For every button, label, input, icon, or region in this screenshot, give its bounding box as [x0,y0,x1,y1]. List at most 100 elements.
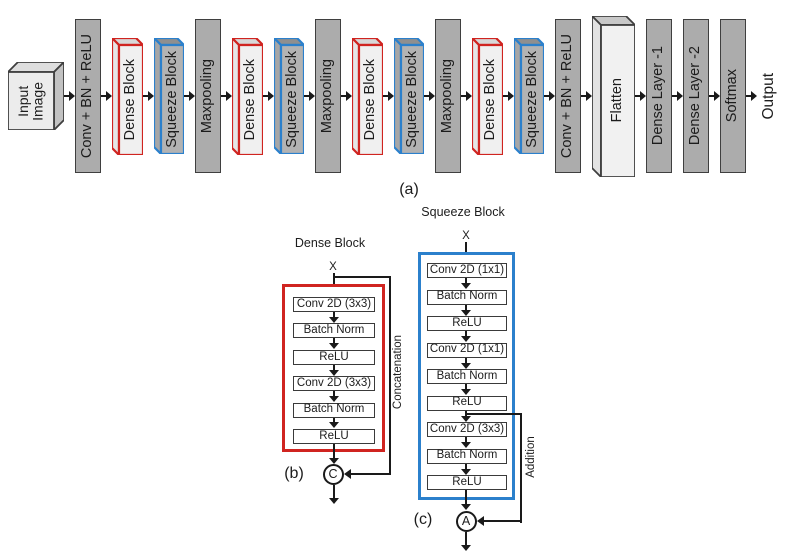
flow-arrow [101,90,112,102]
maxpooling-2-label: Maxpooling [319,58,336,134]
dense-detail-layer-1: Batch Norm [293,323,375,339]
input-image-label: Input Image [15,81,46,121]
flatten-face: Flatten [601,25,635,177]
squeeze-detail-merge-symbol: A [461,514,471,528]
squeeze-detail-bypass-arrowhead [476,515,484,526]
dense-block-3-3d-shape [352,37,383,155]
output: Output [757,19,781,173]
squeeze-detail-bypass-line [466,412,522,415]
squeeze-detail-merge-node: A [455,510,477,532]
dense-block-2: Dense Block [232,37,263,155]
squeeze-detail-layer-8: ReLU [427,475,507,490]
dense-detail-layer-3: Conv 2D (3x3) [293,376,375,392]
squeeze-block-1-face: Squeeze Block [161,45,184,154]
dense-block-1: Dense Block [112,37,143,155]
flow-arrow [581,90,592,102]
squeeze-block-2-face: Squeeze Block [281,45,304,154]
flow-arrow [143,90,154,102]
maxpooling-3-label: Maxpooling [439,58,456,134]
squeeze-block-1: Squeeze Block [154,38,184,154]
dense-block-1-3d-shape [112,37,143,155]
dense-detail-layer-arrow [329,312,340,323]
flow-arrow [635,90,646,102]
softmax: Softmax [720,19,746,173]
dense-block-1-face: Dense Block [119,45,143,155]
dense-detail-detail-title: Dense Block [294,236,366,250]
flow-arrow [746,90,757,102]
dense-block-4-label: Dense Block [482,58,499,141]
flatten-3d-shape [592,15,635,177]
dense-block-2-label: Dense Block [242,58,259,141]
dense-detail-layer-5: ReLU [293,429,375,444]
flatten-label: Flatten [609,78,626,123]
dense-detail-layer-arrow [329,364,340,376]
dense-detail-merge-symbol: C [328,467,338,481]
maxpooling-2: Maxpooling [315,19,341,173]
flow-arrow [64,90,75,102]
maxpooling-3: Maxpooling [435,19,461,173]
squeeze-block-4-3d-shape [514,38,544,154]
dense-layer-1: Dense Layer -1 [646,19,672,173]
flow-arrow [461,90,472,102]
squeeze-block-1-label: Squeeze Block [163,51,180,148]
flow-arrow [263,90,274,102]
squeeze-detail-bypass-label: Addition [525,436,537,478]
squeeze-detail-detail-title: Squeeze Block [421,205,505,219]
dense-detail-input-x: X [329,261,337,273]
dense-detail-panel-label: (b) [284,465,304,482]
squeeze-detail-layer-1: Batch Norm [427,289,507,305]
dense-layer-2: Dense Layer -2 [683,19,709,173]
dense-block-2-3d-shape [232,37,263,155]
squeeze-detail-layer-3: Conv 2D (1x1) [427,342,507,358]
squeeze-detail-layer-arrow [461,357,472,369]
squeeze-detail-layer-2: ReLU [427,316,507,331]
dense-detail-layer-arrow [329,391,340,402]
dense-detail-layer-4: Batch Norm [293,402,375,418]
dense-detail-to-merge-arrow [329,444,340,464]
maxpooling-1: Maxpooling [195,19,221,173]
squeeze-detail-layer-arrow [461,437,472,448]
squeeze-detail-to-merge-arrow [461,490,472,510]
dense-detail-layer-0: Conv 2D (3x3) [293,297,375,312]
output-label: Output [759,72,777,120]
squeeze-block-4-label: Squeeze Block [523,51,540,148]
architecture-pipeline: Input Image Conv + BN + ReLU Dense Block Sq… [8,4,792,188]
squeeze-block-3: Squeeze Block [394,38,424,154]
flow-arrow [503,90,514,102]
conv-bn-relu-2: Conv + BN + ReLU [555,19,581,173]
input-image-face: Input Image [8,72,54,130]
panel-label-a: (a) [399,181,419,198]
conv-bn-relu-1-label: Conv + BN + ReLU [79,33,96,159]
squeeze-detail-panel-label: (c) [413,511,433,528]
flatten: Flatten [592,15,635,177]
squeeze-detail-layer-7: Batch Norm [427,448,507,464]
dense-block-3-label: Dense Block [362,58,379,141]
flow-arrow [672,90,683,102]
flow-arrow [424,90,435,102]
input-image-3d-shape [8,62,64,130]
dense-detail-layer-arrow [329,417,340,429]
squeeze-block-2-label: Squeeze Block [283,51,300,148]
dense-block-4: Dense Block [472,37,503,155]
conv-bn-relu-2-label: Conv + BN + ReLU [559,33,576,159]
maxpooling-1-label: Maxpooling [199,58,216,134]
dense-detail-bypass-arrowhead [343,468,351,479]
dense-detail-merge-node: C [322,463,344,485]
flow-arrow [184,90,195,102]
squeeze-detail-layer-arrow [461,463,472,475]
squeeze-block-1-3d-shape [154,38,184,154]
squeeze-block-2-3d-shape [274,38,304,154]
flow-arrow [709,90,720,102]
dense-detail-bypass-line [350,472,391,475]
squeeze-detail-layer-arrow [461,304,472,316]
squeeze-detail-layer-5: ReLU [427,395,507,411]
squeeze-detail-bypass-line [520,412,522,523]
dense-block-4-3d-shape [472,37,503,155]
flow-arrow [341,90,352,102]
dense-block-3-face: Dense Block [359,45,383,155]
squeeze-detail-layer-0: Conv 2D (1x1) [427,263,507,278]
squeeze-block-3-3d-shape [394,38,424,154]
squeeze-block-3-label: Squeeze Block [403,51,420,148]
squeeze-block-3-face: Squeeze Block [401,45,424,154]
